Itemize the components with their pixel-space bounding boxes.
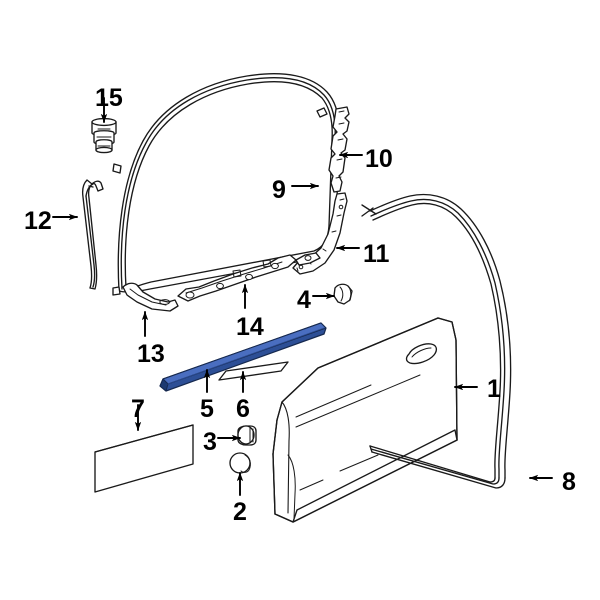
callout-14: 14	[236, 313, 264, 341]
callout-4: 4	[297, 286, 311, 314]
part-13-corner-bracket	[122, 282, 179, 312]
callout-3: 3	[203, 428, 217, 456]
part-14-reinforcement-bracket	[177, 252, 321, 302]
callout-9: 9	[272, 176, 286, 204]
callout-12: 12	[24, 207, 52, 235]
callout-5: 5	[200, 395, 214, 423]
part-15-bumper	[91, 117, 117, 154]
part-10-glass-run-upper	[328, 106, 350, 193]
callout-1: 1	[487, 375, 501, 403]
part-3-plug-small	[237, 425, 257, 446]
part-2-plug-large	[229, 452, 251, 474]
callout-15: 15	[95, 84, 123, 112]
part-6-belt-seal	[218, 361, 289, 381]
callout-10: 10	[365, 145, 393, 173]
part-12-pillar-trim	[81, 179, 104, 290]
callout-2: 2	[233, 498, 247, 526]
part-1-door-panel	[272, 317, 458, 523]
part-7-side-molding	[94, 424, 194, 493]
callout-13: 13	[137, 340, 165, 368]
callout-6: 6	[236, 395, 250, 423]
part-4-clip	[333, 283, 353, 305]
part-11-glass-run-lower	[292, 192, 348, 275]
callout-11: 11	[363, 240, 390, 268]
part-5-belt-molding-highlighted	[159, 322, 327, 392]
part-8-weatherstrip-seal	[361, 193, 512, 489]
callout-7: 7	[131, 395, 145, 423]
callout-8: 8	[562, 468, 576, 496]
